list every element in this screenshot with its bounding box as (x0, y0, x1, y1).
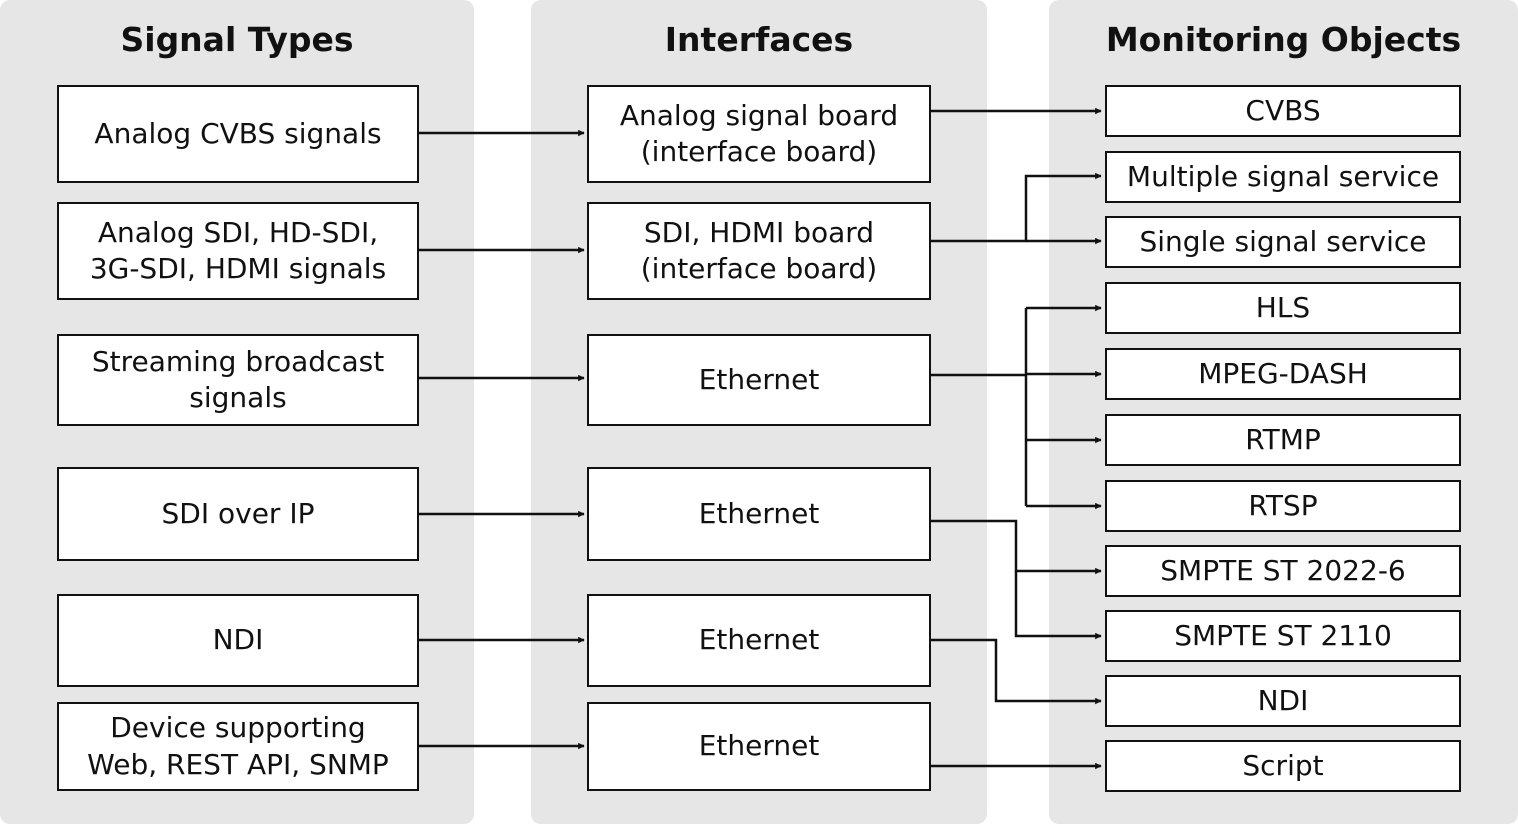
object-script: Script (1105, 740, 1461, 792)
interface-label: SDI, HDMI board (interface board) (640, 215, 878, 285)
interface-ethernet-device: Ethernet (587, 702, 931, 791)
signal-sdi-over-ip: SDI over IP (57, 467, 419, 561)
object-cvbs: CVBS (1105, 85, 1461, 137)
object-smpte-2022-6: SMPTE ST 2022-6 (1105, 545, 1461, 597)
object-ndi: NDI (1105, 675, 1461, 727)
interface-analog-signal-board: Analog signal board (interface board) (587, 85, 931, 183)
interface-ethernet-ndi: Ethernet (587, 594, 931, 687)
interfaces-title: Interfaces (664, 20, 854, 59)
object-label: NDI (1257, 683, 1309, 717)
object-rtmp: RTMP (1105, 414, 1461, 466)
signal-analog-cvbs: Analog CVBS signals (57, 85, 419, 183)
interface-label: Ethernet (698, 623, 820, 657)
object-mpeg-dash: MPEG-DASH (1105, 348, 1461, 400)
object-multiple-signal-service: Multiple signal service (1105, 151, 1461, 203)
signal-label: Analog CVBS signals (94, 116, 382, 150)
object-label: HLS (1255, 290, 1311, 324)
signal-label: SDI over IP (161, 496, 315, 530)
signal-label: Device supporting Web, REST API, SNMP (87, 711, 389, 781)
signal-label: Analog SDI, HD-SDI, 3G-SDI, HDMI signals (89, 215, 387, 285)
object-label: Multiple signal service (1126, 159, 1440, 193)
object-label: SMPTE ST 2110 (1174, 618, 1392, 652)
object-label: MPEG-DASH (1198, 356, 1368, 390)
interface-label: Analog signal board (interface board) (619, 98, 899, 168)
object-hls: HLS (1105, 282, 1461, 334)
monitoring-objects-title: Monitoring Objects (1105, 20, 1462, 59)
object-label: RTMP (1245, 422, 1321, 456)
object-label: RTSP (1248, 488, 1318, 522)
signal-ndi: NDI (57, 594, 419, 687)
object-single-signal-service: Single signal service (1105, 216, 1461, 268)
interface-label: Ethernet (698, 729, 820, 763)
interface-sdi-hdmi-board: SDI, HDMI board (interface board) (587, 202, 931, 300)
signal-analog-sdi-hdmi: Analog SDI, HD-SDI, 3G-SDI, HDMI signals (57, 202, 419, 300)
interface-label: Ethernet (698, 496, 820, 530)
interface-label: Ethernet (698, 362, 820, 396)
signal-label: Streaming broadcast signals (91, 344, 385, 414)
signal-streaming-broadcast: Streaming broadcast signals (57, 334, 419, 426)
signal-device-web-rest-snmp: Device supporting Web, REST API, SNMP (57, 702, 419, 791)
object-rtsp: RTSP (1105, 480, 1461, 532)
object-label: Script (1242, 748, 1324, 782)
interface-ethernet-streaming: Ethernet (587, 334, 931, 426)
object-smpte-2110: SMPTE ST 2110 (1105, 610, 1461, 662)
signal-label: NDI (212, 623, 264, 657)
object-label: Single signal service (1139, 224, 1427, 258)
interface-ethernet-sdi-ip: Ethernet (587, 467, 931, 561)
signal-types-title: Signal Types (120, 20, 354, 59)
object-label: SMPTE ST 2022-6 (1160, 553, 1406, 587)
object-label: CVBS (1245, 93, 1321, 127)
